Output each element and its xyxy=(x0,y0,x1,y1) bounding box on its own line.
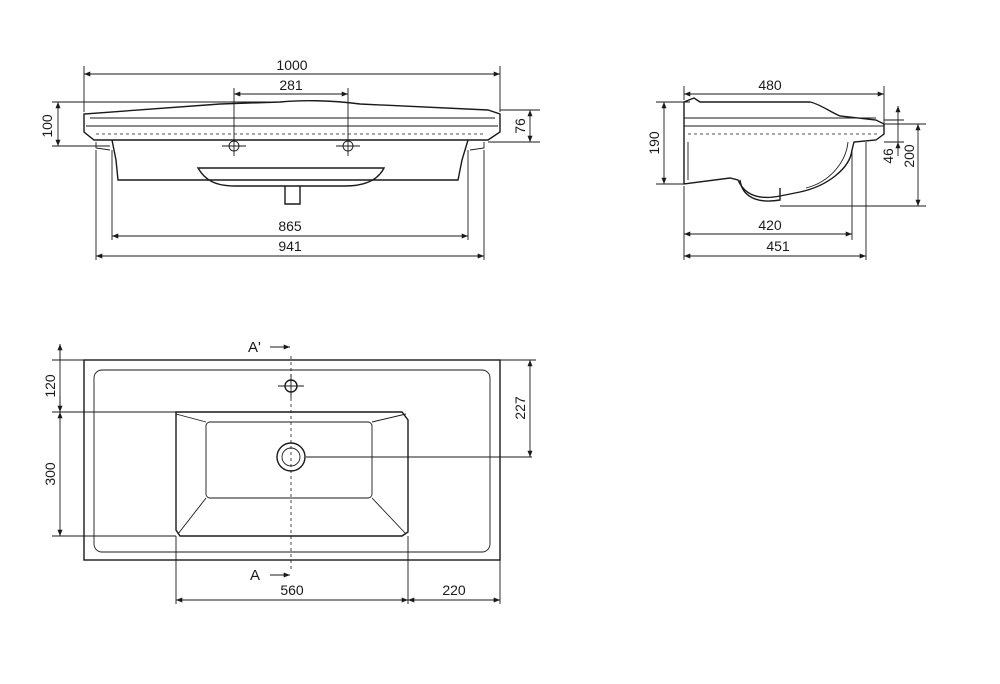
dim-76: 76 xyxy=(512,118,528,134)
top-inner-rim xyxy=(93,369,491,553)
dim-865: 865 xyxy=(278,218,302,234)
front-drain-pipe xyxy=(284,186,301,205)
dim-480: 480 xyxy=(758,77,782,93)
front-bowl-outer xyxy=(95,142,485,151)
front-bowl xyxy=(111,139,469,181)
front-view: 1000 281 100 76 865 941 xyxy=(39,57,540,260)
dim-120: 120 xyxy=(42,374,58,398)
tap-hole-left xyxy=(222,136,246,156)
dim-190: 190 xyxy=(646,131,662,155)
dim-281: 281 xyxy=(279,77,303,93)
side-view: 480 190 46 200 420 451 xyxy=(646,77,926,260)
dim-220: 220 xyxy=(442,582,466,598)
section-label-top: A' xyxy=(248,339,261,356)
top-bowl-corners xyxy=(175,413,407,535)
dim-560: 560 xyxy=(280,582,304,598)
side-bowl-inner xyxy=(687,141,849,189)
dim-100: 100 xyxy=(39,114,55,138)
top-outline xyxy=(83,359,501,561)
section-label-bottom: A xyxy=(250,567,260,584)
side-drain xyxy=(739,179,781,202)
dim-1000: 1000 xyxy=(276,57,307,73)
dim-300: 300 xyxy=(42,462,58,486)
top-bowl-outer xyxy=(175,411,409,537)
dim-200: 200 xyxy=(901,144,917,168)
top-bowl-floor xyxy=(205,421,373,499)
dim-451: 451 xyxy=(766,238,790,254)
tap-hole-right xyxy=(336,136,360,156)
dim-46: 46 xyxy=(880,148,896,164)
dim-227: 227 xyxy=(512,396,528,420)
front-top-profile xyxy=(83,99,501,141)
side-profile xyxy=(683,97,885,199)
front-drain xyxy=(196,167,386,187)
dim-941: 941 xyxy=(278,238,302,254)
top-view: A' A 120 300 227 560 220 xyxy=(42,339,536,604)
dim-420: 420 xyxy=(758,217,782,233)
